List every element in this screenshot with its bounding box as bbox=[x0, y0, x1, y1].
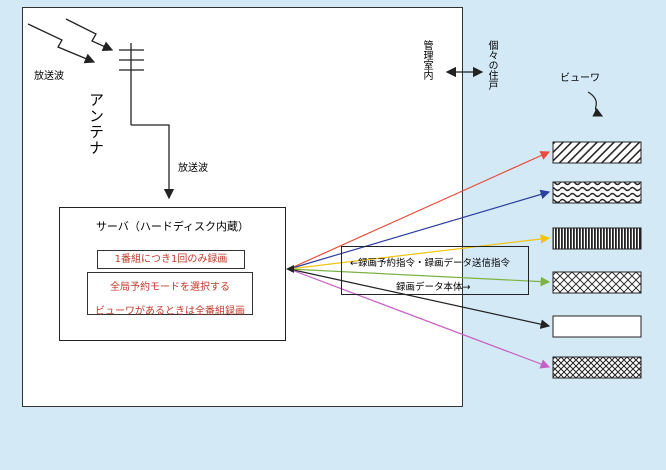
viewer-box-3 bbox=[552, 227, 642, 250]
rule-once-text: 1番組につき1回のみ録画 bbox=[114, 254, 228, 265]
command-box: ←録画予約指令・録画データ送信指令 録画データ本体→ bbox=[341, 246, 529, 295]
feed-line bbox=[131, 124, 175, 200]
server-arrow-icon bbox=[286, 265, 294, 273]
reserve-command-label: ←録画予約指令・録画データ送信指令 bbox=[350, 258, 510, 269]
rule-box-once: 1番組につき1回のみ録画 bbox=[97, 250, 245, 269]
antenna-icon bbox=[119, 43, 144, 125]
antenna-label: アンテナ bbox=[87, 92, 105, 156]
rule-box-modes: 全局予約モードを選択する ビューワがあるときは全番組録画 bbox=[87, 272, 253, 317]
data-body-label: 録画データ本体→ bbox=[396, 282, 471, 293]
viewer-box-4 bbox=[552, 271, 642, 294]
individual-home-label: 個々の住戸 bbox=[486, 40, 497, 90]
rule-mode-text: 全局予約モードを選択する bbox=[110, 282, 230, 293]
connection-line-5 bbox=[288, 268, 551, 329]
viewer-box-5 bbox=[552, 315, 642, 338]
broadcast-wave-icon bbox=[27, 18, 114, 64]
broadcast-wave-label-mid: 放送波 bbox=[178, 163, 208, 174]
connection-line-6 bbox=[288, 268, 551, 369]
connection-line-2 bbox=[288, 189, 551, 270]
connection-line-1 bbox=[288, 151, 551, 270]
rule-viewer-text: ビューワがあるときは全番組録画 bbox=[95, 306, 245, 317]
viewer-box-2 bbox=[552, 181, 642, 204]
connection-line-4 bbox=[288, 268, 551, 287]
broadcast-wave-label-top: 放送波 bbox=[34, 71, 64, 82]
viewer-label: ビューワ bbox=[560, 73, 600, 84]
viewer-box-1 bbox=[552, 141, 642, 164]
viewer-pointer-icon bbox=[587, 91, 604, 117]
management-room-label: 管理室内 bbox=[421, 40, 432, 80]
viewer-box-6 bbox=[552, 356, 642, 379]
server-title: サーバ（ハードディスク内蔵） bbox=[95, 220, 250, 233]
connection-line-3 bbox=[288, 234, 551, 270]
